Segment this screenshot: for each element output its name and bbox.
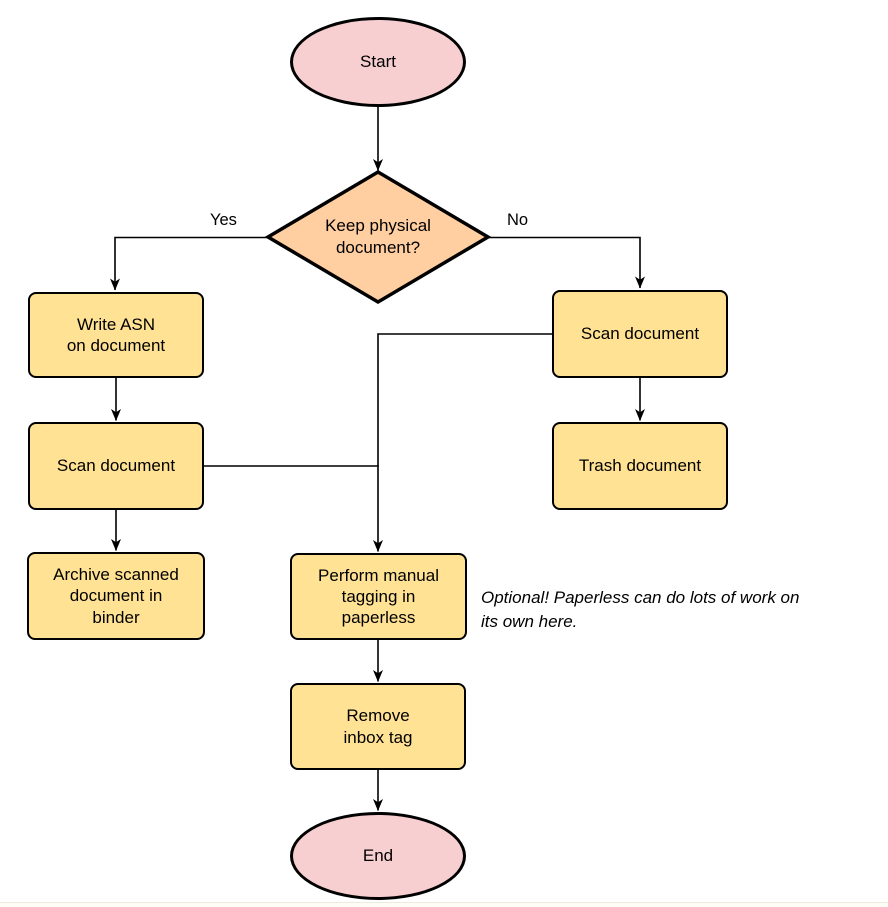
manual-tagging-node: Perform manual tagging in paperless [290, 553, 467, 640]
no-branch-label: No [507, 211, 529, 229]
optional-note: Optional! Paperless can do lots of work … [481, 586, 799, 634]
write-asn-line-2: on document [66, 336, 166, 355]
end-node: End [290, 812, 466, 900]
archive-line-1: Archive scanned [53, 565, 179, 585]
decision-line-2: document? [335, 238, 421, 257]
page-bottom-edge [0, 902, 888, 907]
manual-tagging-line-3: paperless [341, 608, 416, 628]
trash-document-label: Trash document [578, 456, 702, 476]
optional-note-line-2: its own here. [481, 612, 578, 631]
end-node-label: End [362, 846, 394, 866]
edge-decision-yes-to-write-asn [110, 236, 268, 291]
edge-scan-right-to-tagging [373, 333, 552, 552]
optional-note-line-1: Optional! Paperless can do lots of work … [481, 588, 800, 607]
trash-document-node: Trash document [552, 422, 728, 510]
start-node-label: Start [360, 52, 396, 72]
scan-document-right-node: Scan document [552, 290, 728, 378]
manual-tagging-line-2: tagging in [341, 586, 416, 606]
edge-decision-no-to-scan-right [488, 236, 645, 289]
write-asn-node: Write ASN on document [28, 292, 204, 378]
start-node: Start [290, 17, 466, 107]
remove-inbox-tag-node: Remove inbox tag [290, 683, 466, 770]
scan-document-left-node: Scan document [28, 422, 204, 510]
archive-line-3: binder [92, 607, 140, 627]
decision-line-1: Keep physical [325, 215, 431, 235]
remove-inbox-tag-line-1: Remove [346, 706, 410, 726]
scan-document-right-label: Scan document [580, 324, 700, 344]
decision-diamond-shape [264, 169, 492, 305]
decision-node-label: Keep physical document? [268, 172, 488, 302]
remove-inbox-tag-line-2: inbox tag [343, 727, 413, 747]
write-asn-line-1: Write ASN [76, 314, 156, 334]
scan-document-left-label: Scan document [56, 456, 176, 476]
manual-tagging-line-1: Perform manual [318, 565, 439, 585]
yes-branch-label: Yes [210, 211, 237, 229]
archive-line-2: document in [69, 586, 163, 606]
archive-node: Archive scanned document in binder [27, 552, 205, 640]
